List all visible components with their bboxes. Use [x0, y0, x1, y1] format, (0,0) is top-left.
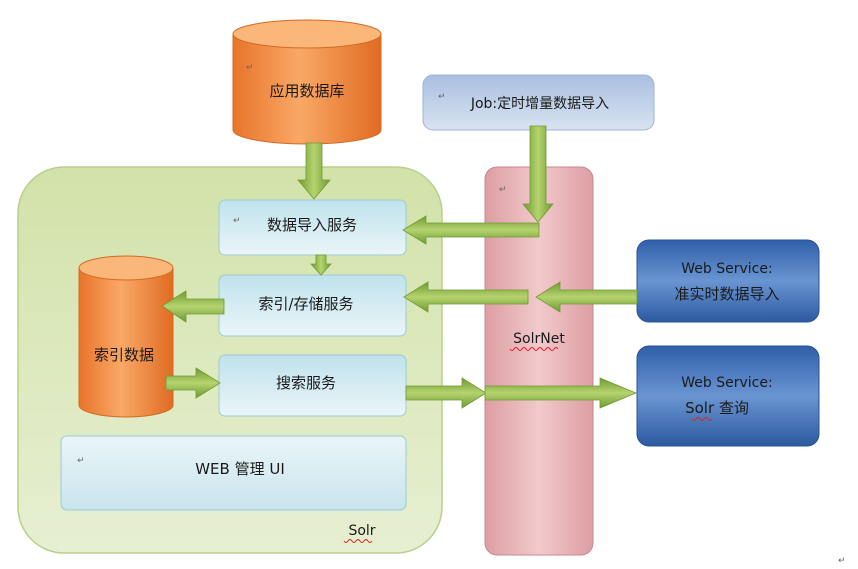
index-data-cylinder — [78, 255, 174, 418]
job-label: Job:定时增量数据导入 — [470, 96, 609, 112]
arrow-data-to-search — [165, 367, 221, 399]
arrow-import-to-index — [310, 254, 332, 276]
job-mark: ↵ — [438, 92, 446, 102]
arrow-solrnet-to-ws — [484, 377, 638, 409]
arrow-search-to-solrnet — [405, 377, 487, 409]
web-ui-box — [60, 435, 407, 511]
import-service-label: 数据导入服务 — [267, 216, 357, 234]
page-end-mark: ↵ — [838, 556, 846, 566]
ws-query-box — [636, 345, 820, 447]
arrow-db-to-import — [297, 142, 331, 200]
index-data-label: 索引数据 — [94, 346, 154, 364]
ws-import-label-line1: Web Service: — [681, 261, 772, 277]
arrow-ws-to-solrnet — [535, 281, 638, 313]
arrow-solrnet-to-index — [403, 281, 529, 313]
ws-import-label-line2: 准实时数据导入 — [674, 285, 779, 303]
arrow-job-down — [522, 125, 554, 223]
ws-query-label-line2: Solr 查询 — [685, 399, 749, 417]
solrnet-spellcheck-underline — [509, 347, 559, 351]
web-ui-mark: ↵ — [77, 456, 85, 466]
solr-spellcheck-underline — [343, 539, 373, 543]
app-db-label: 应用数据库 — [269, 82, 344, 100]
solrnet-label: SolrNet — [513, 331, 565, 347]
import-service-mark: ↵ — [233, 216, 241, 226]
ws-query-spellcheck-underline — [691, 417, 713, 421]
solrnet-top-mark: ↵ — [499, 185, 507, 195]
ws-query-label-line1: Web Service: — [681, 375, 772, 391]
arrow-job-to-import — [402, 215, 540, 245]
search-service-box — [218, 354, 407, 417]
import-service-box — [218, 199, 407, 256]
web-ui-label: WEB 管理 UI — [195, 460, 285, 478]
index-storage-service-label: 索引/存储服务 — [258, 295, 353, 313]
app-db-cylinder — [232, 19, 382, 145]
arrow-index-to-data — [161, 290, 225, 323]
search-service-label: 搜索服务 — [276, 374, 336, 392]
app-db-mark: ↵ — [246, 63, 254, 73]
ws-import-box — [636, 239, 820, 323]
solr-label: Solr — [348, 523, 375, 539]
